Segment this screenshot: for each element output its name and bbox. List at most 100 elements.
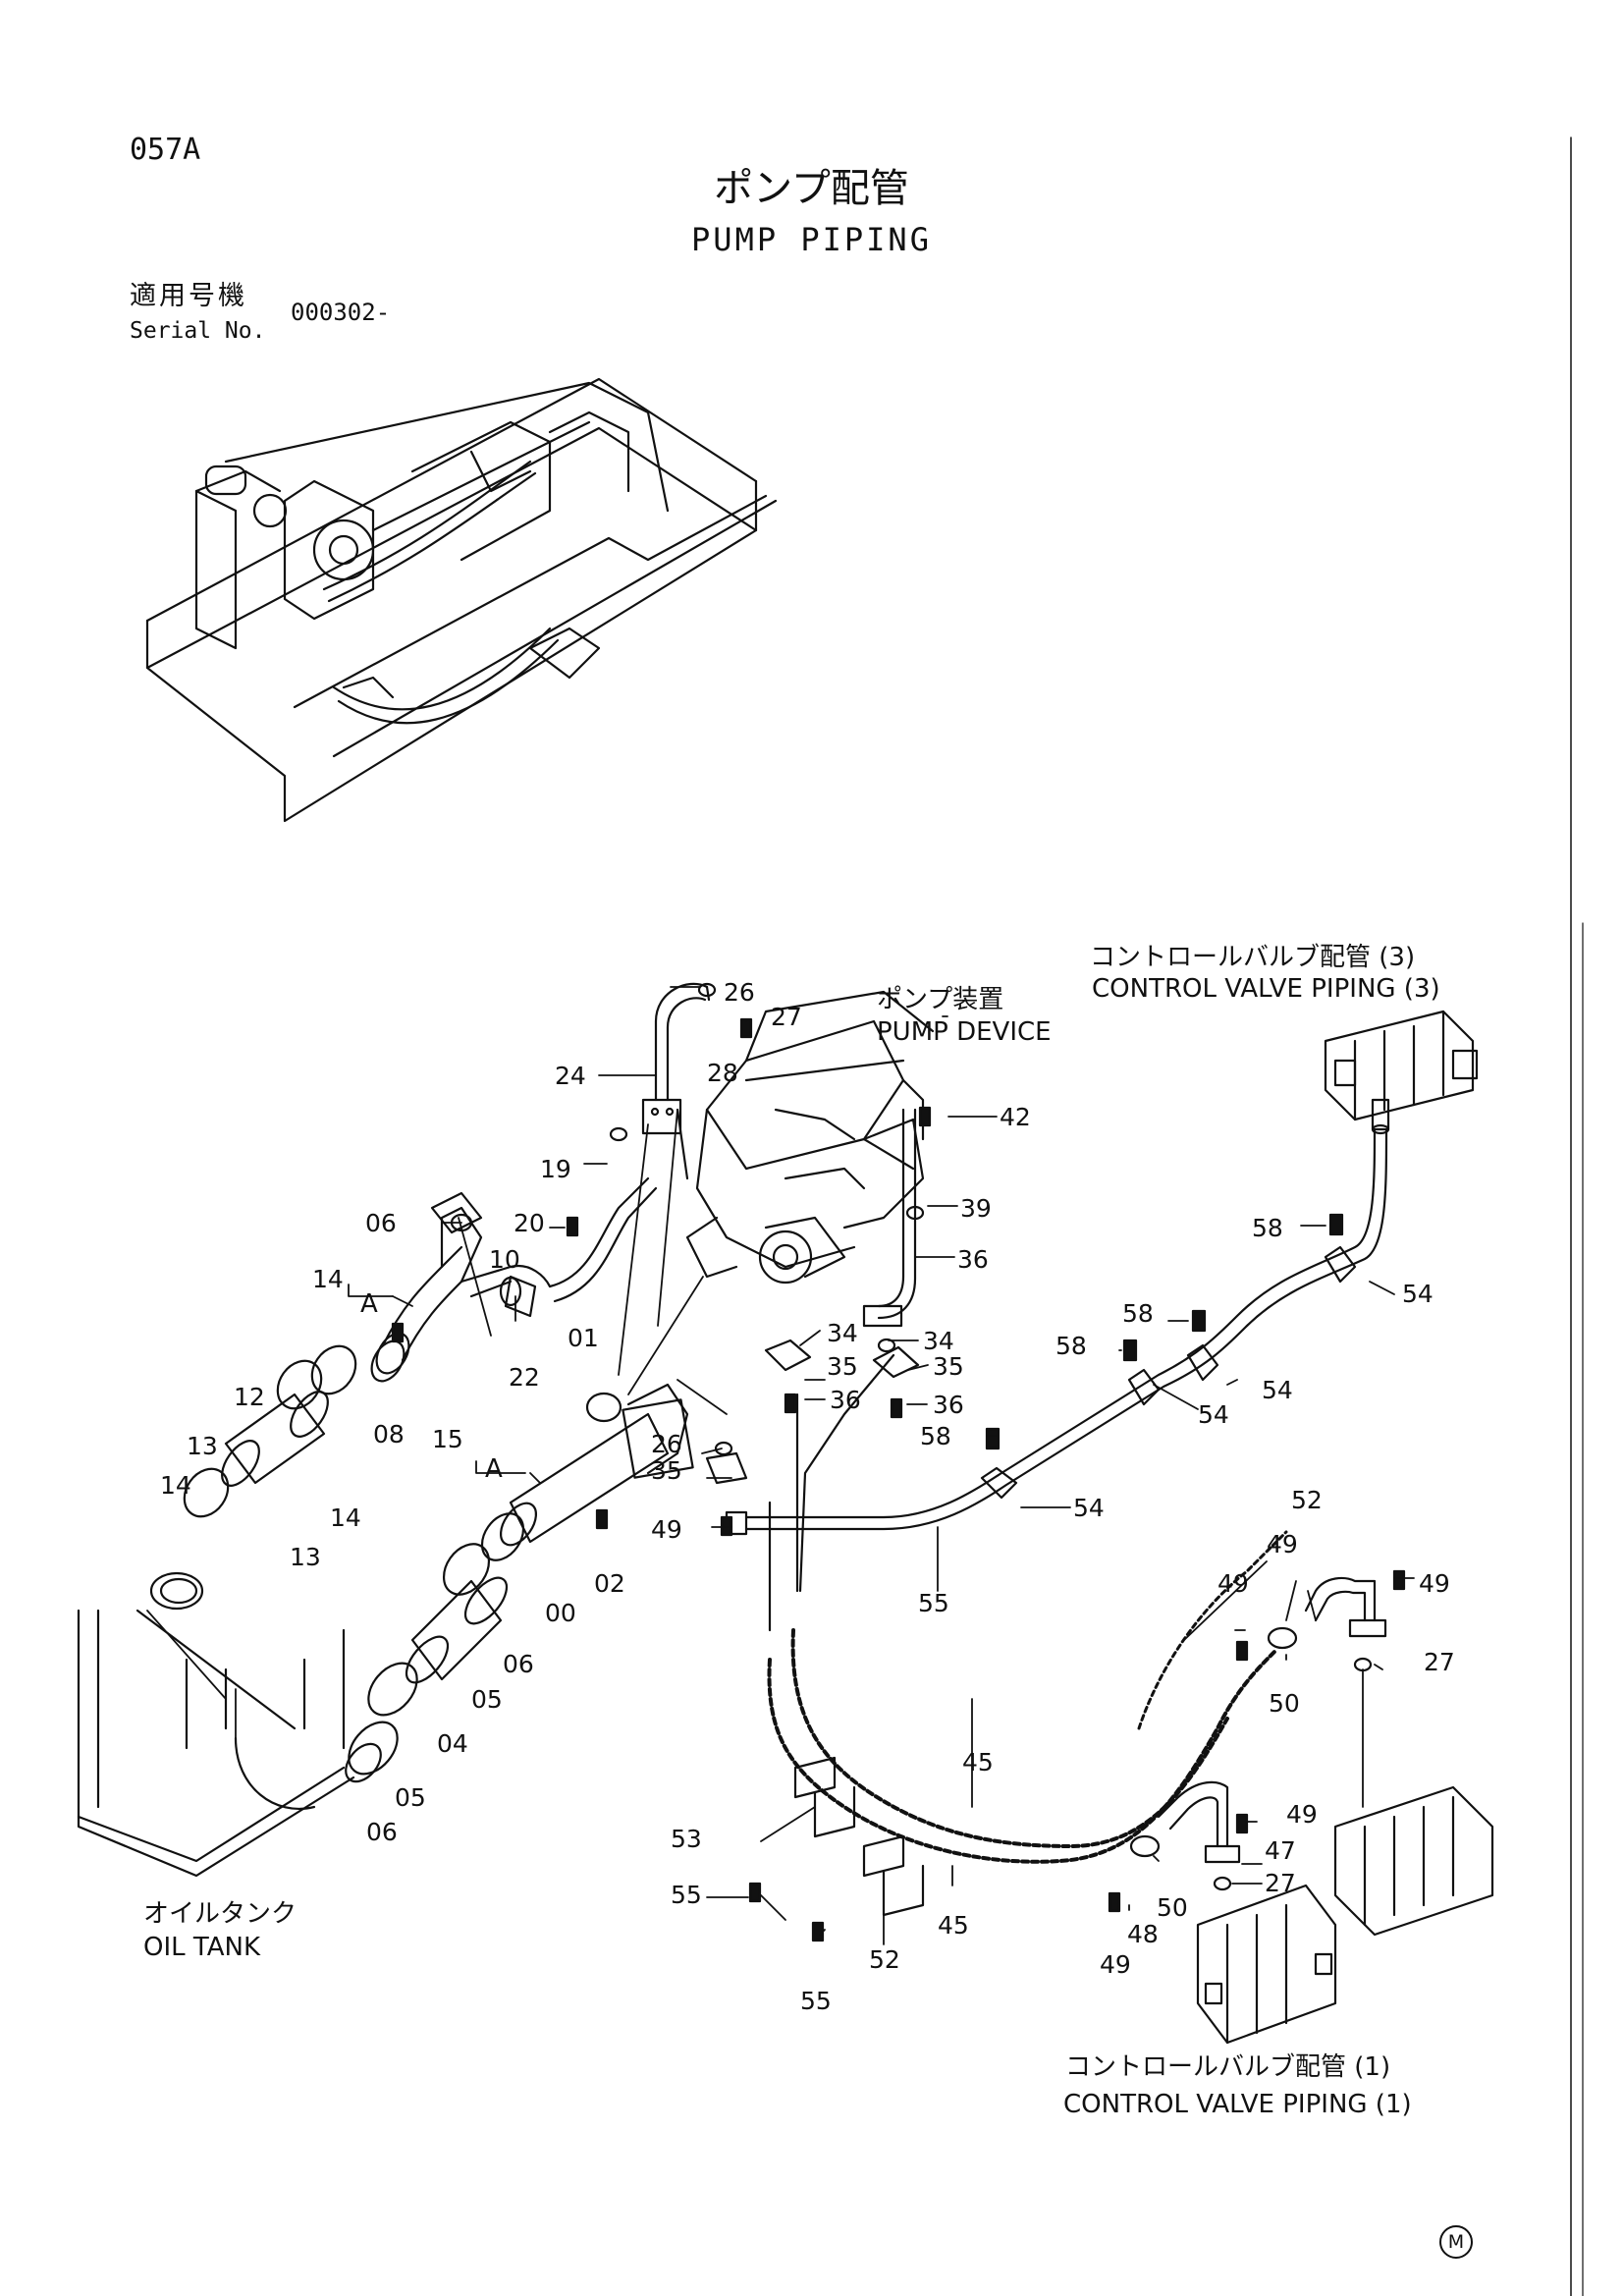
part-number: 42 — [1000, 1103, 1031, 1131]
part-number: 50 — [1269, 1689, 1300, 1718]
pilot-hose-45 — [767, 1628, 1278, 1864]
view-a-label-1: A — [360, 1289, 378, 1319]
part-number: 35 — [827, 1352, 858, 1381]
part-number: 13 — [187, 1432, 218, 1460]
part-number: 27 — [771, 1003, 802, 1031]
serial-value: 000302- — [291, 299, 391, 326]
part-number: 49 — [1217, 1569, 1249, 1598]
part-number: 36 — [933, 1391, 964, 1419]
oil-tank — [77, 1609, 355, 1878]
hose-04 — [345, 1576, 509, 1783]
part-number: 05 — [471, 1685, 503, 1714]
part-number: 49 — [1419, 1569, 1450, 1598]
cv1-label-en: CONTROL VALVE PIPING (1) — [1063, 2090, 1412, 2119]
part-number: 45 — [938, 1911, 969, 1940]
part-number: 14 — [160, 1471, 191, 1500]
bolt-icons — [391, 1017, 1406, 1942]
part-number: 12 — [234, 1383, 265, 1411]
part-number: 13 — [290, 1543, 321, 1571]
part-number: 34 — [923, 1327, 954, 1355]
oil-tank-label-en: OIL TANK — [143, 1933, 261, 1962]
part-number: 06 — [503, 1650, 534, 1678]
serial-label-en: Serial No. — [130, 318, 266, 344]
control-valve-1-lower — [1196, 1884, 1337, 2045]
part-number: 55 — [918, 1589, 949, 1617]
part-number: 20 — [514, 1209, 545, 1237]
part-number: 39 — [960, 1194, 992, 1223]
part-number: 14 — [330, 1503, 361, 1532]
part-number: 58 — [1122, 1299, 1154, 1328]
page-code: 057A — [130, 133, 201, 167]
part-number: 36 — [957, 1245, 989, 1274]
part-number: 26 — [651, 1430, 682, 1458]
part-number: 35 — [933, 1352, 964, 1381]
part-number: 54 — [1073, 1494, 1105, 1522]
part-number: 06 — [366, 1818, 398, 1846]
part-number: 47 — [1265, 1836, 1296, 1865]
part-number: 35 — [651, 1456, 682, 1485]
part-number: 24 — [555, 1062, 586, 1090]
page-title-en: PUMP PIPING — [691, 221, 932, 258]
part-number: 55 — [671, 1881, 702, 1909]
part-number: 45 — [962, 1748, 994, 1777]
part-number: 54 — [1402, 1280, 1434, 1308]
pipe-47-lower — [1129, 1780, 1241, 1864]
part-number: 54 — [1198, 1400, 1229, 1429]
leader-lines — [146, 986, 1415, 1945]
pump-device-label-jp: ポンプ装置 — [877, 985, 1004, 1014]
cv3-label-en: CONTROL VALVE PIPING (3) — [1092, 974, 1440, 1004]
serial-label-jp: 適用号機 — [130, 281, 247, 311]
part-number: 34 — [827, 1319, 858, 1347]
control-valve-1-upper — [1333, 1785, 1494, 1937]
oil-tank-label-jp: オイルタンク — [143, 1899, 298, 1929]
part-number: 28 — [707, 1059, 738, 1087]
delivery-pipe-39 — [862, 1108, 917, 1328]
pipe-00 — [442, 1383, 694, 1596]
part-number: 49 — [1286, 1800, 1318, 1829]
part-number: 58 — [1055, 1332, 1087, 1360]
pump-device-label-en: PUMP DEVICE — [877, 1017, 1052, 1047]
part-number: 04 — [437, 1729, 468, 1758]
part-number: 48 — [1127, 1920, 1159, 1948]
oring-01 — [585, 1392, 622, 1423]
part-number: 02 — [594, 1569, 625, 1598]
part-number: 26 — [724, 978, 755, 1007]
part-number: 10 — [489, 1245, 520, 1274]
bracket-52 — [793, 1756, 925, 1917]
part-number: 55 — [800, 1987, 832, 2015]
return-line-58 — [725, 1098, 1390, 1536]
machine-overview — [145, 377, 778, 823]
part-number: 49 — [1100, 1950, 1131, 1979]
part-number: 06 — [365, 1209, 397, 1237]
part-number: 52 — [869, 1945, 900, 1974]
part-number: 14 — [312, 1265, 344, 1293]
control-valve-3 — [1324, 1010, 1479, 1121]
page-title-jp: ポンプ配管 — [714, 166, 909, 211]
part-number: 49 — [1267, 1530, 1298, 1558]
part-number: 53 — [671, 1825, 702, 1853]
part-number: 01 — [568, 1324, 599, 1352]
part-number: 58 — [1252, 1214, 1283, 1242]
part-number: 22 — [509, 1363, 540, 1392]
hose-12 — [149, 1344, 357, 1611]
part-number: 00 — [545, 1599, 576, 1627]
part-number: 05 — [395, 1783, 426, 1812]
cv3-label-jp: コントロールバルブ配管 (3) — [1090, 943, 1416, 972]
part-number: 50 — [1157, 1893, 1188, 1922]
view-a-label-2: A — [485, 1454, 503, 1484]
part-number: 08 — [373, 1420, 405, 1449]
corner-mark: M — [1439, 2225, 1473, 2259]
pilot-hose-45b — [1137, 1530, 1288, 1730]
part-number: 27 — [1265, 1869, 1296, 1897]
part-number: 36 — [830, 1386, 861, 1414]
pump-device — [676, 990, 935, 1285]
suction-pipe-24 — [641, 982, 711, 1135]
pipe-47-upper — [1267, 1576, 1387, 1650]
part-number: 54 — [1262, 1376, 1293, 1404]
part-number: 49 — [651, 1515, 682, 1544]
part-number: 15 — [432, 1425, 463, 1453]
hose-18 — [499, 1176, 658, 1318]
part-number: 27 — [1424, 1648, 1455, 1676]
cv1-label-jp: コントロールバルブ配管 (1) — [1065, 2052, 1391, 2082]
